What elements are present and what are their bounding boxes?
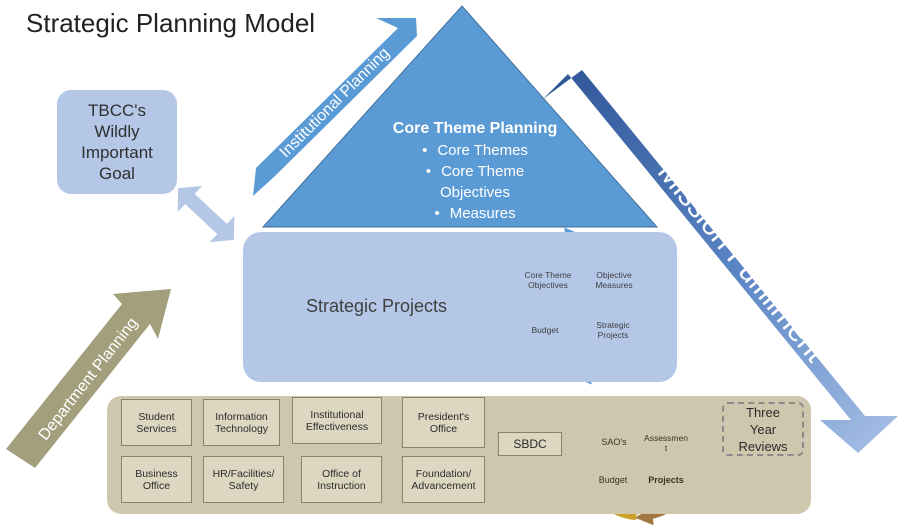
mission-fulfillment-label: Mission Fulfillment xyxy=(651,156,832,369)
three-year-reviews-box: Three Year Reviews xyxy=(722,402,804,456)
dept-cycle-label-saos: SAO's xyxy=(601,437,627,447)
dept-business-office: Business Office xyxy=(121,456,192,503)
dept-institutional-effectiveness: Institutional Effectiveness xyxy=(292,397,382,444)
dept-presidents-office: President's Office xyxy=(402,397,485,448)
dept-foundation-advancement: Foundation/ Advancement xyxy=(402,456,485,503)
strategic-projects-box xyxy=(243,232,677,382)
strategic-projects-label: Strategic Projects xyxy=(306,296,448,316)
dept-cycle-label-assessment: Assessmen t xyxy=(644,433,688,453)
dept-cycle-label-budget: Budget xyxy=(598,475,628,485)
institutional-planning-arrow xyxy=(253,18,417,196)
core-theme-item: Measures xyxy=(330,203,620,224)
cycle-label-objective-measures: Objective Measures xyxy=(595,270,633,290)
double-arrow xyxy=(177,185,235,243)
core-theme-block: Core Theme Planning Core Themes Core The… xyxy=(330,118,620,224)
dept-cycle-label-projects: Projects xyxy=(648,475,684,485)
core-theme-list: Core Themes Core Theme Objectives Measur… xyxy=(330,140,620,224)
core-theme-item: Core Theme Objectives xyxy=(405,161,545,203)
mission-fulfillment-arrow xyxy=(543,70,898,453)
diagram-title: Strategic Planning Model xyxy=(26,8,316,38)
core-theme-title: Core Theme Planning xyxy=(392,120,558,137)
dept-sbdc: SBDC xyxy=(498,432,562,456)
dept-office-of-instruction: Office of Instruction xyxy=(301,456,382,503)
cycle-label-budget: Budget xyxy=(531,325,559,335)
cycle-label-strategic-projects: Strategic Projects xyxy=(596,320,630,340)
department-planning-arrow xyxy=(6,289,171,468)
core-theme-triangle xyxy=(261,5,659,228)
wildly-important-goal-box: TBCC's Wildly Important Goal xyxy=(57,90,177,194)
dept-hr-facilities-safety: HR/Facilities/ Safety xyxy=(203,456,284,503)
core-theme-item: Core Themes xyxy=(330,140,620,161)
dept-student-services: Student Services xyxy=(121,399,192,446)
cycle-label-core-theme-objectives: Core Theme Objectives xyxy=(524,270,572,290)
dept-information-technology: Information Technology xyxy=(203,399,280,446)
